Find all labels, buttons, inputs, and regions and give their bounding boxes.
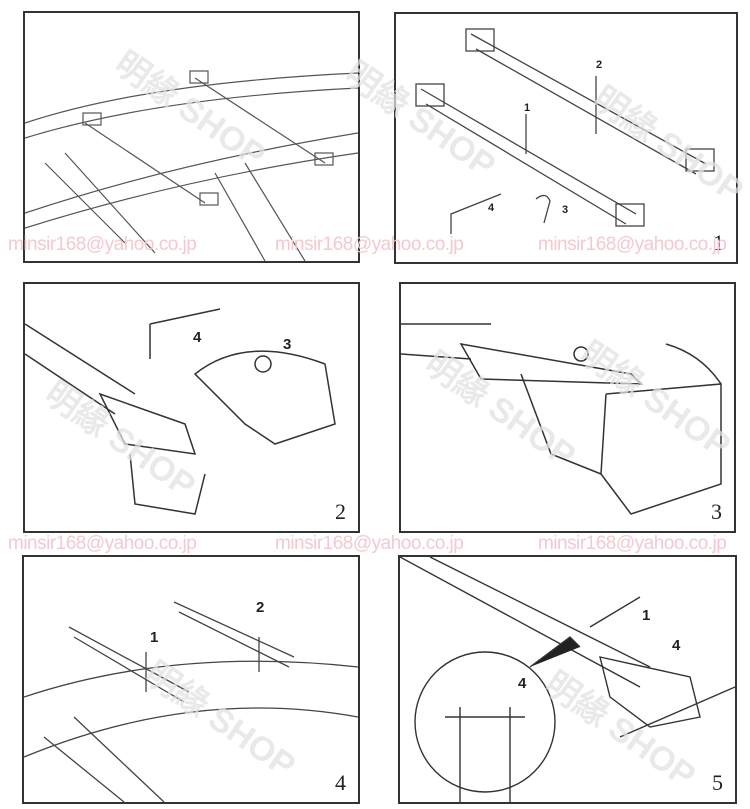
tighten-bolt-illustration bbox=[400, 557, 735, 802]
part-label: 4 bbox=[488, 202, 495, 214]
install-bars-illustration bbox=[24, 601, 358, 802]
part-label: 2 bbox=[256, 599, 265, 616]
panel-step-5: 1 4 4 5 bbox=[398, 555, 737, 804]
part-label: 4 bbox=[193, 329, 202, 346]
parts-illustration bbox=[415, 28, 715, 234]
part-label: 4 bbox=[518, 675, 527, 692]
watermark-email: minsir168@yahoo.co.jp bbox=[8, 533, 197, 554]
part-label: 1 bbox=[150, 629, 159, 646]
step-number: 5 bbox=[712, 770, 723, 795]
panel-car-overview bbox=[23, 11, 360, 263]
part-label: 3 bbox=[283, 336, 292, 353]
panel-step-1: 2 1 3 4 1 bbox=[394, 12, 738, 264]
watermark-email: minsir168@yahoo.co.jp bbox=[538, 533, 727, 554]
part-label: 4 bbox=[672, 637, 681, 654]
step-number: 4 bbox=[335, 770, 346, 795]
watermark-email: minsir168@yahoo.co.jp bbox=[275, 533, 464, 554]
part-label: 3 bbox=[562, 204, 569, 216]
watermark-email: minsir168@yahoo.co.jp bbox=[8, 234, 197, 255]
panel-step-2: 4 3 2 bbox=[23, 282, 360, 533]
panel-step-4: 1 2 4 bbox=[22, 555, 360, 804]
part-label: 2 bbox=[596, 59, 603, 71]
step-number: 3 bbox=[711, 499, 722, 524]
foot-closeup-illustration bbox=[401, 323, 722, 515]
car-roof-illustration bbox=[25, 70, 358, 261]
step-number: 2 bbox=[335, 499, 346, 524]
watermark-email: minsir168@yahoo.co.jp bbox=[538, 234, 727, 255]
panel-step-3: 3 bbox=[399, 282, 736, 533]
part-label: 1 bbox=[642, 607, 651, 624]
watermark-email: minsir168@yahoo.co.jp bbox=[275, 234, 464, 255]
step-number: 1 bbox=[713, 230, 724, 255]
foot-cover-illustration bbox=[25, 308, 336, 515]
part-label: 1 bbox=[524, 102, 531, 114]
